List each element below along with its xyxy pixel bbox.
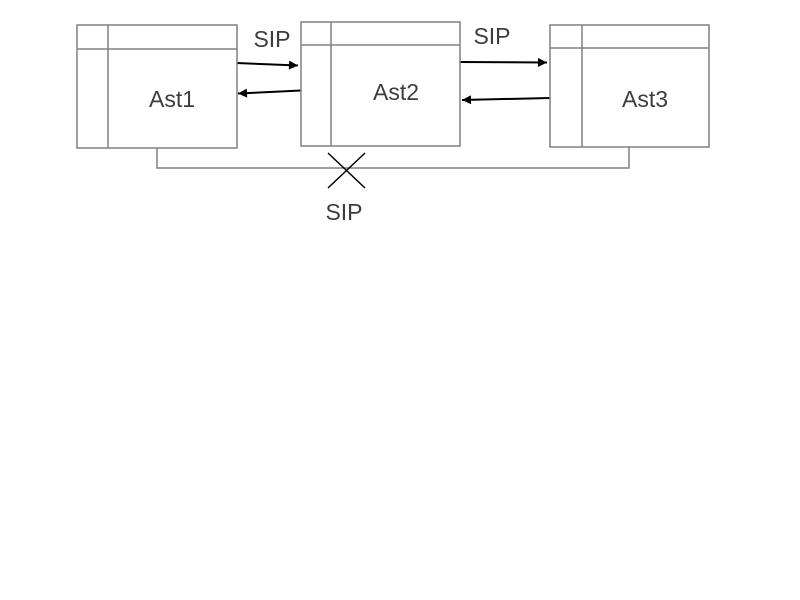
node-ast1-box bbox=[76, 24, 238, 149]
arrow-ast3-to-ast2 bbox=[461, 95, 551, 105]
node-ast1-label: Ast1 bbox=[149, 86, 195, 112]
node-ast2-box bbox=[300, 21, 461, 147]
blocked-cross-icon bbox=[327, 152, 366, 189]
node-ast3: Ast3 bbox=[549, 24, 710, 148]
node-ast2: Ast2 bbox=[300, 21, 461, 147]
node-ast3-label: Ast3 bbox=[622, 86, 668, 112]
node-ast3-box bbox=[549, 24, 710, 148]
link-label-sip-1: SIP bbox=[253, 26, 290, 52]
link-label-sip-2: SIP bbox=[473, 23, 510, 49]
link-label-sip-blocked: SIP bbox=[325, 199, 362, 225]
arrow-ast2-to-ast1 bbox=[237, 88, 302, 98]
node-ast2-label: Ast2 bbox=[373, 79, 419, 105]
arrow-ast1-to-ast2 bbox=[236, 60, 299, 70]
arrow-ast2-to-ast3 bbox=[459, 57, 548, 67]
node-ast1: Ast1 bbox=[76, 24, 238, 149]
connector-ast1-ast3 bbox=[156, 147, 630, 169]
